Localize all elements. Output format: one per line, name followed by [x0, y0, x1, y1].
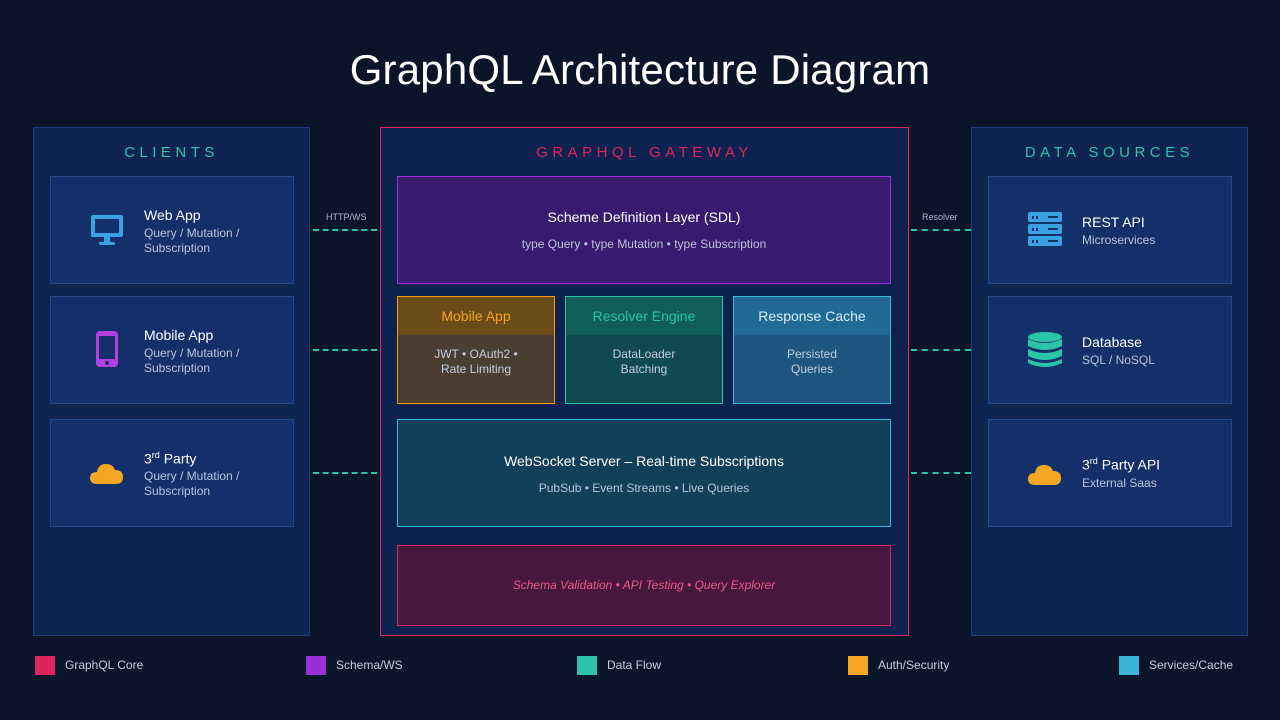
- legend-label: GraphQL Core: [65, 658, 144, 672]
- http-ws-label: HTTP/WS: [326, 212, 367, 222]
- connector-right-2: [911, 349, 971, 351]
- clients-panel-title: CLIENTS: [124, 144, 219, 161]
- client-card-web-app[interactable]: Web App Query / Mutation / Subscription: [50, 176, 294, 284]
- legend-label: Data Flow: [607, 658, 662, 672]
- page-title: GraphQL Architecture Diagram: [349, 46, 931, 93]
- legend-swatch: [306, 656, 326, 675]
- sdl-block[interactable]: Scheme Definition Layer (SDL) type Query…: [397, 176, 891, 284]
- client-sub: Query / Mutation / Subscription: [144, 226, 240, 255]
- gateway-panel-title: GRAPHQL GATEWAY: [536, 144, 753, 161]
- tools-block[interactable]: Schema Validation • API Testing • Query …: [397, 545, 891, 626]
- database-icon: [1026, 331, 1064, 369]
- legend-swatch: [577, 656, 597, 675]
- tools-sub: Schema Validation • API Testing • Query …: [512, 578, 776, 592]
- legend-label: Schema/WS: [336, 658, 403, 672]
- websocket-block[interactable]: WebSocket Server – Real-time Subscriptio…: [397, 419, 891, 527]
- source-name: REST API: [1082, 214, 1145, 230]
- sdl-title: Scheme Definition Layer (SDL): [547, 209, 741, 225]
- source-sub: SQL / NoSQL: [1082, 353, 1155, 367]
- source-name: 3rd Party API: [1082, 456, 1161, 473]
- connector-right-3: [911, 472, 971, 474]
- legend-label: Auth/Security: [878, 658, 950, 672]
- client-sub: Query / Mutation / Subscription: [144, 469, 240, 498]
- websocket-title: WebSocket Server – Real-time Subscriptio…: [504, 453, 784, 469]
- client-name: Mobile App: [144, 327, 214, 343]
- client-sub: Query / Mutation / Subscription: [144, 346, 240, 375]
- connector-left-1: [313, 229, 377, 231]
- server-icon: [1026, 210, 1064, 248]
- connector-left-2: [313, 349, 377, 351]
- monitor-icon: [88, 210, 126, 248]
- connector-left-3: [313, 472, 377, 474]
- client-name: 3rd Party: [144, 450, 197, 467]
- legend-swatch: [848, 656, 868, 675]
- client-card-mobile-app[interactable]: Mobile App Query / Mutation / Subscripti…: [50, 296, 294, 404]
- module-title: Resolver Engine: [566, 297, 722, 335]
- cloud-icon: [88, 454, 126, 492]
- websocket-sub: PubSub • Event Streams • Live Queries: [538, 481, 750, 495]
- connector-right-1: [911, 229, 971, 231]
- source-sub: Microservices: [1082, 233, 1156, 247]
- client-name: Web App: [144, 207, 201, 223]
- source-card-database[interactable]: Database SQL / NoSQL: [988, 296, 1232, 404]
- module-title: Response Cache: [734, 297, 890, 335]
- client-card-third-party[interactable]: 3rd Party Query / Mutation / Subscriptio…: [50, 419, 294, 527]
- legend-swatch: [1119, 656, 1139, 675]
- module-desc: JWT • OAuth2 •Rate Limiting: [434, 347, 518, 376]
- source-name: Database: [1082, 334, 1142, 350]
- data-sources-panel-title: DATA SOURCES: [1024, 144, 1195, 161]
- source-card-rest-api[interactable]: REST API Microservices: [988, 176, 1232, 284]
- cloud-icon: [1026, 455, 1064, 493]
- legend-label: Services/Cache: [1149, 658, 1234, 672]
- source-sub: External Saas: [1082, 476, 1157, 490]
- source-card-third-party-api[interactable]: 3rd Party API External Saas: [988, 419, 1232, 527]
- mobile-phone-icon: [88, 330, 126, 368]
- module-title: Mobile App: [398, 297, 554, 335]
- module-mobile-app[interactable]: Mobile App JWT • OAuth2 •Rate Limiting: [397, 296, 555, 404]
- sdl-sub: type Query • type Mutation • type Subscr…: [521, 237, 767, 251]
- resolver-label: Resolver: [922, 212, 958, 222]
- legend-swatch: [35, 656, 55, 675]
